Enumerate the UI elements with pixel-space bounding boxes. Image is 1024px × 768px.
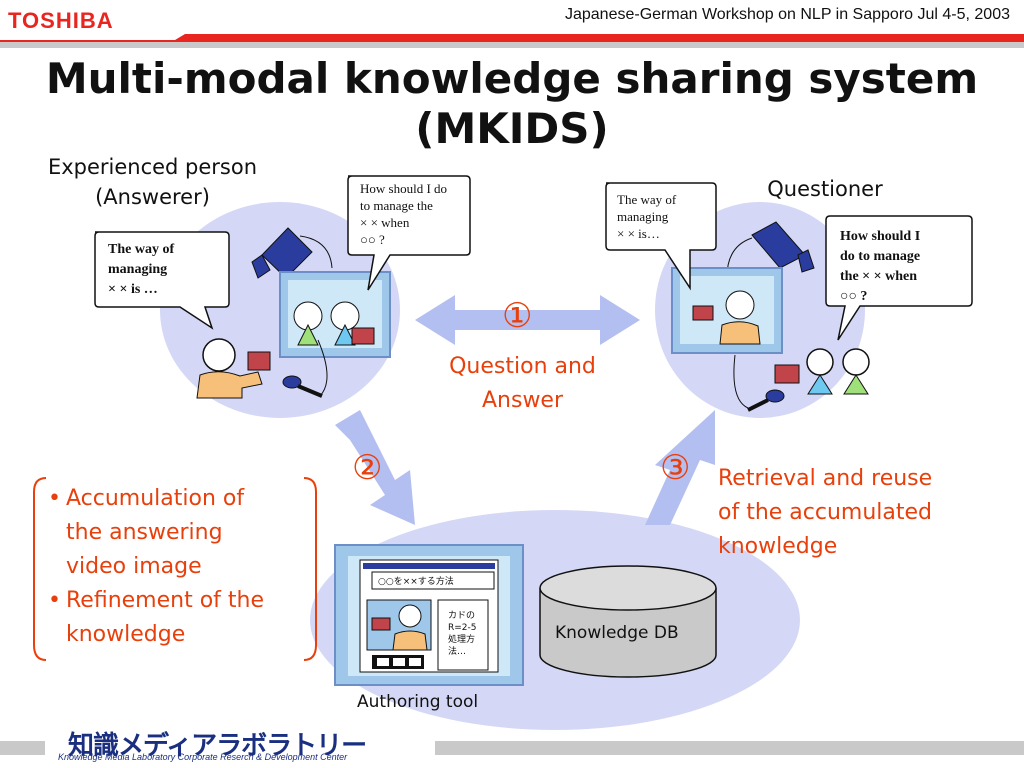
questioner-people-icon [774, 348, 870, 395]
header-red-bar [0, 34, 1024, 42]
toshiba-logo: TOSHIBA [8, 8, 114, 33]
bullet-1-l2: the answering [66, 520, 223, 545]
footer-bar-left [0, 741, 45, 755]
questioner-bubble-text: How should I do to manage the × × when ○… [840, 227, 920, 307]
step-1-number: ① [502, 296, 533, 336]
answerer-bubble-l2: managing [108, 262, 168, 277]
screen-right-l3: × × is… [617, 226, 660, 241]
authoring-text-l3: 処理方 [448, 635, 476, 645]
authoring-text-l2: R=2-5 [448, 623, 477, 633]
arrow-accumulate [335, 410, 415, 525]
step-3-label-l3: knowledge [718, 534, 838, 559]
questioner-label: Questioner [767, 177, 883, 201]
questioner-bubble-l3: the × × when [840, 269, 918, 284]
bullet-1-l3: video image [66, 554, 202, 579]
answerer-label-line2: (Answerer) [95, 185, 210, 209]
bracket-right [303, 477, 317, 661]
screen-right-bubble-text: The way of managing × × is… [617, 191, 676, 242]
step-3-number: ③ [660, 448, 691, 488]
left-microphone-icon [282, 339, 328, 398]
authoring-text-l1: カドの [448, 611, 476, 621]
bullet-list: • Accumulation of the answering video im… [48, 482, 264, 652]
questioner-bubble [825, 215, 973, 341]
conference-label: Japanese-German Workshop on NLP in Sappo… [564, 6, 1010, 23]
step-3-label-l2: of the accumulated [718, 500, 933, 525]
footer-bar-right [435, 741, 1024, 755]
right-microphone-icon [733, 354, 785, 412]
step-1-label: Question and Answer [420, 350, 625, 418]
answerer-bubble [94, 231, 230, 330]
double-arrow [415, 295, 640, 345]
authoring-text-box: カドの R=2-5 処理方 法… [448, 610, 477, 658]
bracket-left [33, 477, 47, 661]
answerer-person-icon [196, 338, 271, 399]
authoring-window-title: ○○を××する方法 [378, 577, 454, 587]
screen-left-bubble-text: How should I do to manage the × × when ○… [360, 180, 447, 248]
step-3-label-l1: Retrieval and reuse [718, 466, 933, 491]
right-camera-icon [726, 221, 815, 291]
screen-right-l1: The way of [617, 192, 677, 207]
lab-logo: 知識メディアラボラトリー [68, 731, 367, 761]
answerer-bubble-l3: × × is … [108, 282, 158, 297]
answerer-label-line1: Experienced person [47, 155, 258, 179]
questioner-bubble-l2: do to manage [840, 249, 921, 264]
answerer-bubble-l1: The way of [108, 242, 175, 257]
header-gray-bar [0, 42, 1024, 48]
screen-left-l2: to manage the [360, 198, 433, 213]
arrow-retrieve [645, 410, 715, 525]
questioner-bubble-l1: How should I [840, 229, 921, 244]
left-camera-icon [251, 227, 333, 279]
lab-subtitle: Knowledge Media Laboratory Corporate Res… [58, 752, 348, 762]
page-title: Multi-modal knowledge sharing system (MK… [45, 54, 979, 153]
step-1-label-l1: Question and [449, 354, 596, 379]
answerer-bubble-text: The way of managing × × is … [108, 240, 174, 300]
screen-right-l2: managing [617, 209, 669, 224]
questioner-bubble-l4: ○○ ? [840, 289, 868, 304]
step-3-label: Retrieval and reuse of the accumulated k… [718, 462, 932, 564]
screen-left-l3: × × when [360, 215, 410, 230]
bullet-2-l1: Refinement of the [66, 588, 264, 613]
authoring-tool-caption: Authoring tool [357, 692, 479, 712]
answerer-label: Experienced person (Answerer) [10, 152, 295, 212]
screen-left-l1: How should I do [360, 181, 448, 196]
bullet-1-l1: Accumulation of [66, 486, 245, 511]
screen-left-bubble [347, 175, 471, 291]
bullet-item-2: • Refinement of the knowledge [48, 584, 264, 652]
authoring-text-l4: 法… [448, 647, 467, 657]
knowledge-db-label: Knowledge DB [555, 623, 679, 643]
bullet-2-l2: knowledge [66, 622, 186, 647]
knowledge-db-icon [539, 565, 717, 678]
step-1-label-l2: Answer [481, 388, 564, 413]
step-2-number: ② [352, 448, 383, 488]
bullet-item-1: • Accumulation of the answering video im… [48, 482, 264, 584]
screen-left-l4: ○○ ? [360, 232, 385, 247]
screen-right-bubble [605, 182, 717, 291]
